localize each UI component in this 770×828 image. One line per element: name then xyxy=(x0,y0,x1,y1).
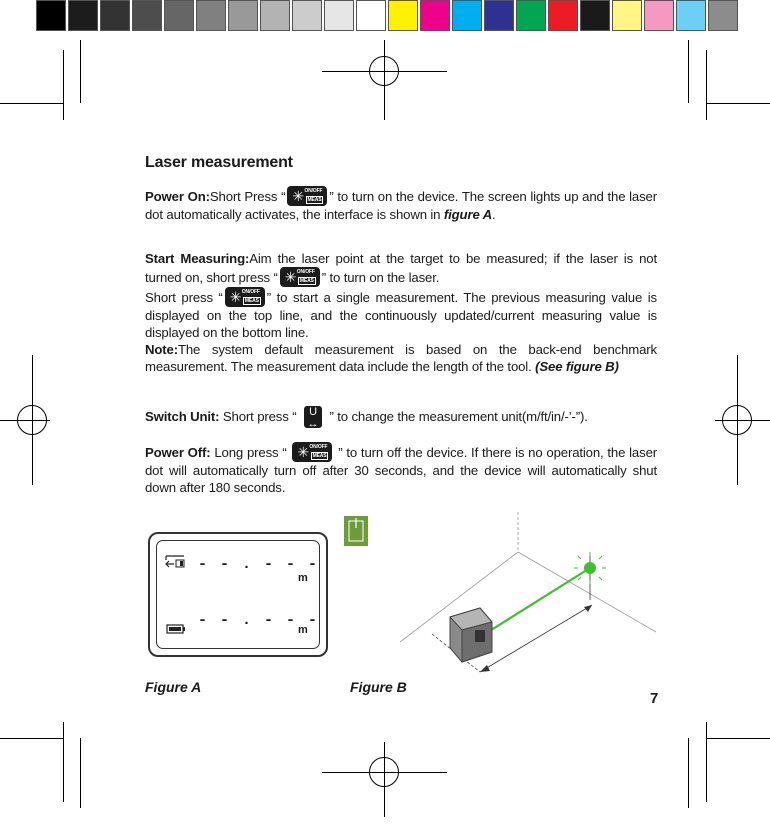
color-swatch xyxy=(548,0,578,31)
power-on-label: Power On: xyxy=(145,189,210,204)
lcd-display-figure: - - . - - - m - - . - - - m xyxy=(148,532,328,657)
power-on-end: . xyxy=(492,207,496,222)
start-measuring-text-3: Short press “ xyxy=(145,290,223,305)
switch-unit-post: ” to change the measurement unit(m/ft/in… xyxy=(325,409,588,424)
power-on-pre: Short Press “ xyxy=(209,189,286,204)
color-swatch xyxy=(516,0,546,31)
start-measuring-label: Start Measuring: xyxy=(145,251,250,266)
laser-device-icon xyxy=(449,607,493,663)
figure-b-caption: Figure B xyxy=(350,679,407,695)
start-measuring-text-2: ” to turn on the laser. xyxy=(321,270,440,285)
start-measuring-text-1: Aim the laser point at the target to be … xyxy=(145,251,658,285)
color-swatch xyxy=(36,0,66,31)
page-number: 7 xyxy=(650,690,659,707)
note-text: The system default measurement is based … xyxy=(145,342,657,374)
power-off-label: Power Off: xyxy=(145,445,211,460)
color-swatch xyxy=(100,0,130,31)
switch-unit-pre: Short press “ xyxy=(219,409,300,424)
color-swatch xyxy=(132,0,162,31)
power-off-post: ” to turn off the device. If there is no… xyxy=(145,445,657,495)
color-calibration-bar xyxy=(36,0,740,31)
color-swatch xyxy=(356,0,386,31)
laser-dot xyxy=(584,562,596,574)
color-swatch xyxy=(388,0,418,31)
color-swatch xyxy=(164,0,194,31)
lcd-top-unit: m xyxy=(298,572,308,584)
reference-rear-icon xyxy=(165,555,185,568)
laser-measurement-illustration xyxy=(344,512,657,673)
lcd-bottom-value: - - . - - - xyxy=(198,612,320,629)
color-swatch xyxy=(580,0,610,31)
start-measuring-text-4: ” to start a single measurement. The pre… xyxy=(145,290,657,340)
lcd-bottom-unit: m xyxy=(298,624,308,636)
color-swatch xyxy=(228,0,258,31)
color-swatch xyxy=(420,0,450,31)
power-on-post: ” to turn on the device. The screen ligh… xyxy=(145,189,657,222)
see-figure-b: (See figure B) xyxy=(535,359,619,374)
color-swatch xyxy=(292,0,322,31)
unit-key-icon: U↔ xyxy=(303,406,322,430)
section-heading: Laser measurement xyxy=(145,154,293,171)
note-label: Note: xyxy=(145,342,178,357)
switch-unit-paragraph: Switch Unit: Short press “ U↔ ” to chang… xyxy=(145,406,657,430)
color-swatch xyxy=(260,0,290,31)
color-swatch xyxy=(676,0,706,31)
laser-beam xyxy=(479,567,591,638)
start-measuring-paragraph: Start Measuring:Aim the laser point at t… xyxy=(145,250,657,375)
color-swatch xyxy=(708,0,738,31)
power-off-pre: Long press “ xyxy=(210,445,291,460)
lcd-top-value: - - . - - - xyxy=(198,556,320,573)
battery-icon xyxy=(166,624,185,634)
color-swatch xyxy=(644,0,674,31)
color-swatch xyxy=(68,0,98,31)
figure-a-reference: figure A xyxy=(443,207,493,222)
color-swatch xyxy=(196,0,226,31)
figure-a-caption: Figure A xyxy=(145,679,202,695)
color-swatch xyxy=(324,0,354,31)
color-swatch xyxy=(484,0,514,31)
color-swatch xyxy=(452,0,482,31)
color-swatch xyxy=(612,0,642,31)
switch-unit-label: Switch Unit: xyxy=(145,409,220,424)
